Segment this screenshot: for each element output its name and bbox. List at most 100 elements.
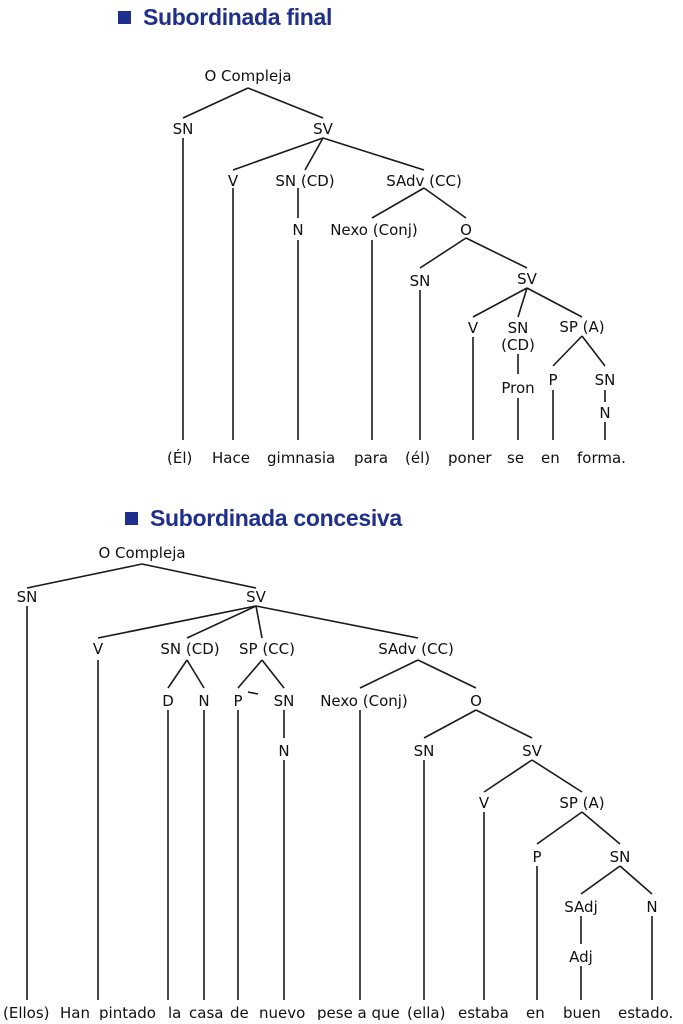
word: para <box>354 449 388 467</box>
branch <box>182 87 249 119</box>
node-sv: SV <box>246 588 267 606</box>
word: de <box>230 1004 249 1020</box>
section-concesiva-heading: Subordinada concesiva <box>125 505 402 532</box>
branch <box>417 659 477 689</box>
branch <box>517 287 528 318</box>
branch <box>526 287 583 318</box>
section-final-title: Subordinada final <box>143 4 333 30</box>
section-final-heading: Subordinada final <box>118 4 332 31</box>
word: gimnasia <box>267 449 335 467</box>
branch <box>255 605 263 639</box>
node-o: O <box>460 221 472 239</box>
node-sadj: SAdj <box>564 898 598 916</box>
node-sn: SN <box>414 742 435 760</box>
branch <box>531 759 583 793</box>
word: (Ellos) <box>3 1004 50 1020</box>
branch <box>552 335 583 367</box>
branch <box>167 659 188 689</box>
branch <box>472 287 528 318</box>
node-o-compleja: O Compleja <box>98 544 185 562</box>
square-bullet-icon <box>125 512 138 525</box>
node-p: P <box>532 848 541 866</box>
word: buen <box>563 1004 601 1020</box>
branch <box>232 137 324 171</box>
node-sn: SN <box>173 120 194 138</box>
node-n: N <box>278 742 289 760</box>
syntax-tree-concesiva: O Compleja SN SV V SN (CD) SP (CC) SAdv … <box>3 544 673 1020</box>
branch <box>97 605 257 639</box>
branch <box>261 659 285 689</box>
branch <box>581 335 606 367</box>
node-sp-cc: SP (CC) <box>239 640 295 658</box>
branch <box>371 187 425 219</box>
word: estaba <box>458 1004 509 1020</box>
node-v: V <box>228 172 239 190</box>
node-sv: SV <box>313 120 334 138</box>
node-sadv-cc: SAdv (CC) <box>378 640 454 658</box>
node-n: N <box>292 221 303 239</box>
branch <box>186 605 257 639</box>
word: la <box>168 1004 181 1020</box>
node-nexo-conj: Nexo (Conj) <box>320 692 408 710</box>
square-bullet-icon <box>118 11 131 24</box>
node-sn-cd: SN (CD) <box>160 640 219 658</box>
branch <box>423 709 477 739</box>
word: Hace <box>212 449 250 467</box>
node-adj: Adj <box>569 948 593 966</box>
node-sp-a: SP (A) <box>559 794 604 812</box>
node-sv: SV <box>517 270 538 288</box>
node-sn: SN <box>595 371 616 389</box>
word: Han <box>60 1004 90 1020</box>
branch <box>580 865 621 895</box>
branch <box>475 709 533 739</box>
branch <box>619 865 653 895</box>
node-nexo-conj: Nexo (Conj) <box>330 221 418 239</box>
branch <box>186 659 205 689</box>
tree-concesiva-branches <box>26 563 653 1000</box>
section-concesiva-title: Subordinada concesiva <box>150 505 402 531</box>
word: (él) <box>405 449 430 467</box>
tree-final-labels: O Compleja SN SV V SN (CD) SAdv (CC) N N… <box>173 67 616 422</box>
node-sadv-cc: SAdv (CC) <box>386 172 462 190</box>
word: poner <box>448 449 492 467</box>
branch <box>359 659 419 689</box>
branch <box>581 811 621 845</box>
word: nuevo <box>259 1004 305 1020</box>
node-o: O <box>470 692 482 710</box>
node-sn: SN <box>274 692 295 710</box>
node-p: P <box>233 692 242 710</box>
branch <box>423 187 467 219</box>
node-v: V <box>468 319 479 337</box>
node-cd: (CD) <box>501 336 535 354</box>
branch <box>237 659 263 689</box>
branch <box>419 237 467 269</box>
node-pron: Pron <box>501 379 534 397</box>
branch <box>304 137 324 171</box>
word: casa <box>189 1004 223 1020</box>
node-n: N <box>599 404 610 422</box>
word: estado. <box>618 1004 673 1020</box>
node-n: N <box>646 898 657 916</box>
sentence-final: (Él) Hace gimnasia para (él) poner se en… <box>167 448 626 467</box>
node-sn: SN <box>17 588 38 606</box>
branch <box>247 691 259 695</box>
branch <box>255 605 419 639</box>
branch <box>483 759 533 793</box>
branch <box>26 563 143 589</box>
node-o-compleja: O Compleja <box>204 67 291 85</box>
word: se <box>507 449 524 467</box>
tree-final-branches <box>182 87 606 440</box>
branch <box>536 811 583 845</box>
node-sp-a: SP (A) <box>559 318 604 336</box>
node-sn: SN <box>410 272 431 290</box>
word: (ella) <box>407 1004 445 1020</box>
sentence-concesiva: (Ellos) Han pintado la casa de nuevo pes… <box>3 1004 673 1020</box>
word: en <box>526 1004 545 1020</box>
branch <box>247 87 324 119</box>
node-p: P <box>548 371 557 389</box>
word: (Él) <box>167 448 192 467</box>
node-n: N <box>198 692 209 710</box>
word: forma. <box>577 449 626 467</box>
branch <box>465 237 528 269</box>
tree-concesiva-labels: O Compleja SN SV V SN (CD) SP (CC) SAdv … <box>17 544 658 966</box>
